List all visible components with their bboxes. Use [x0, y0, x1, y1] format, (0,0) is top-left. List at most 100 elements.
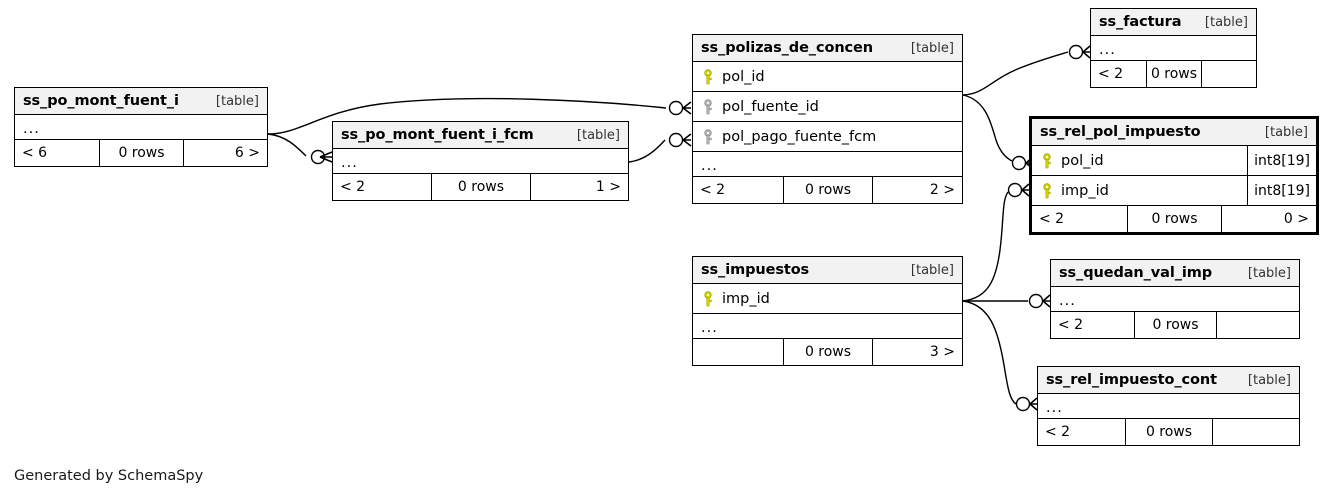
- column-row-ellipsis: ...: [1038, 394, 1299, 419]
- column-name: imp_id: [722, 290, 770, 307]
- table-footer: < 2 0 rows 1 >: [333, 174, 628, 200]
- column-name: pol_id: [722, 68, 765, 85]
- table-title: ss_factura: [1099, 14, 1182, 30]
- primary-key-icon: [1040, 182, 1054, 199]
- table-ss-rel-pol-impuesto[interactable]: ss_rel_pol_impuesto [table] pol_id int8[…: [1029, 116, 1319, 235]
- footer-row-count: 0 rows: [431, 174, 529, 200]
- edge-impuestos-to-relpolimpuesto: [962, 191, 1009, 302]
- footer-parents: < 6: [22, 145, 48, 161]
- column-row-pol-pago-fuente-fcm[interactable]: pol_pago_fuente_fcm: [693, 122, 962, 152]
- column-row-ellipsis: ...: [693, 314, 962, 339]
- table-footer: 0 rows 3 >: [693, 339, 962, 365]
- table-ss-rel-impuesto-cont[interactable]: ss_rel_impuesto_cont [table] ... < 2 0 r…: [1037, 366, 1300, 446]
- foreign-key-icon: [701, 98, 715, 115]
- column-main: imp_id: [693, 284, 962, 313]
- edge-polizas-to-relpolimpuesto: [962, 94, 1013, 162]
- table-ss-po-mont-fuent-i[interactable]: ss_po_mont_fuent_i [table] ... < 6 0 row…: [14, 87, 268, 167]
- column-main: ...: [15, 115, 267, 139]
- table-type-tag: [table]: [1264, 124, 1308, 140]
- footer-row-count: 0 rows: [1126, 206, 1222, 232]
- edge-pomontfuenti-to-fcm: [267, 133, 307, 157]
- column-row-ellipsis: ...: [15, 115, 267, 140]
- column-main: ...: [333, 149, 628, 173]
- column-row-pol-id[interactable]: pol_id: [693, 62, 962, 92]
- footer-parents: < 2: [700, 182, 726, 198]
- table-type-tag: [table]: [215, 93, 259, 109]
- column-row-pol-fuente-id[interactable]: pol_fuente_id: [693, 92, 962, 122]
- footer-children: 6 >: [183, 140, 267, 166]
- column-datatype: int8[19]: [1247, 146, 1316, 175]
- column-main: ...: [1038, 394, 1299, 418]
- table-title: ss_rel_impuesto_cont: [1046, 372, 1217, 388]
- column-main: imp_id: [1032, 176, 1247, 205]
- column-main: ...: [1051, 287, 1299, 311]
- table-title: ss_po_mont_fuent_i: [23, 93, 179, 109]
- footer-parents: < 2: [1045, 424, 1071, 440]
- column-name: pol_id: [1061, 152, 1104, 169]
- table-header: ss_quedan_val_imp [table]: [1051, 260, 1299, 287]
- table-title: ss_polizas_de_concen: [701, 40, 873, 56]
- table-ss-impuestos[interactable]: ss_impuestos [table] imp_id ...: [692, 256, 963, 366]
- ellipsis-label: ...: [1046, 399, 1063, 416]
- table-title: ss_po_mont_fuent_i_fcm: [341, 127, 534, 143]
- primary-key-icon: [1040, 152, 1054, 169]
- footer-parents: < 2: [1039, 211, 1065, 227]
- column-name: imp_id: [1061, 182, 1109, 199]
- table-ss-factura[interactable]: ss_factura [table] ... < 2 0 rows: [1090, 8, 1257, 88]
- table-ss-po-mont-fuent-i-fcm[interactable]: ss_po_mont_fuent_i_fcm [table] ... < 2 0…: [332, 121, 629, 201]
- footer-children: [1201, 61, 1256, 87]
- footer-children: 0 >: [1221, 206, 1316, 232]
- column-row-ellipsis: ...: [1091, 36, 1256, 61]
- table-ss-polizas-de-concen[interactable]: ss_polizas_de_concen [table] pol_id: [692, 34, 963, 204]
- table-footer: < 2 0 rows: [1051, 312, 1299, 338]
- footer-parents: < 2: [1098, 66, 1124, 82]
- table-footer: < 2 0 rows: [1038, 419, 1299, 445]
- table-header: ss_factura [table]: [1091, 9, 1256, 36]
- column-main: ...: [693, 314, 962, 338]
- footer-row-count: 0 rows: [1125, 419, 1212, 445]
- footer-row-count: 0 rows: [1146, 61, 1201, 87]
- ellipsis-label: ...: [341, 154, 358, 171]
- table-type-tag: [table]: [910, 262, 954, 278]
- table-type-tag: [table]: [1204, 14, 1248, 30]
- column-row-imp-id[interactable]: imp_id: [693, 284, 962, 314]
- table-header: ss_po_mont_fuent_i_fcm [table]: [333, 122, 628, 149]
- table-type-tag: [table]: [1247, 265, 1291, 281]
- table-header: ss_impuestos [table]: [693, 257, 962, 284]
- column-main: pol_pago_fuente_fcm: [693, 122, 962, 151]
- column-row-pol-id[interactable]: pol_id int8[19]: [1032, 146, 1316, 176]
- column-main: pol_id: [693, 62, 962, 91]
- table-type-tag: [table]: [1247, 372, 1291, 388]
- footer-row-count: 0 rows: [99, 140, 183, 166]
- column-main: pol_id: [1032, 146, 1247, 175]
- footer-parents: < 2: [340, 179, 366, 195]
- edge-polizas-to-factura: [962, 51, 1069, 96]
- ellipsis-label: ...: [23, 120, 40, 137]
- edge-impuestos-to-relimpuestocont: [962, 300, 1017, 405]
- table-header: ss_rel_pol_impuesto [table]: [1032, 119, 1316, 146]
- footer-children: 1 >: [529, 174, 628, 200]
- schemaspy-credit: Generated by SchemaSpy: [14, 468, 204, 484]
- footer-row-count: 0 rows: [1133, 312, 1217, 338]
- footer-parents: < 2: [1058, 317, 1084, 333]
- table-footer: < 6 0 rows 6 >: [15, 140, 267, 166]
- footer-children: 3 >: [872, 339, 962, 365]
- footer-row-count: 0 rows: [782, 339, 873, 365]
- table-header: ss_rel_impuesto_cont [table]: [1038, 367, 1299, 394]
- table-footer: < 2 0 rows: [1091, 61, 1256, 87]
- table-footer: < 2 0 rows 0 >: [1032, 206, 1316, 232]
- primary-key-icon: [701, 68, 715, 85]
- footer-children: [1212, 419, 1299, 445]
- column-main: ...: [1091, 36, 1256, 60]
- table-type-tag: [table]: [576, 127, 620, 143]
- table-footer: < 2 0 rows 2 >: [693, 177, 962, 203]
- ellipsis-label: ...: [1099, 41, 1116, 58]
- table-ss-quedan-val-imp[interactable]: ss_quedan_val_imp [table] ... < 2 0 rows: [1050, 259, 1300, 339]
- table-type-tag: [table]: [910, 40, 954, 56]
- footer-children: 2 >: [872, 177, 962, 203]
- table-title: ss_quedan_val_imp: [1059, 265, 1212, 281]
- column-name: pol_pago_fuente_fcm: [722, 128, 877, 145]
- column-row-ellipsis: ...: [333, 149, 628, 174]
- table-title: ss_impuestos: [701, 262, 810, 278]
- column-row-imp-id[interactable]: imp_id int8[19]: [1032, 176, 1316, 206]
